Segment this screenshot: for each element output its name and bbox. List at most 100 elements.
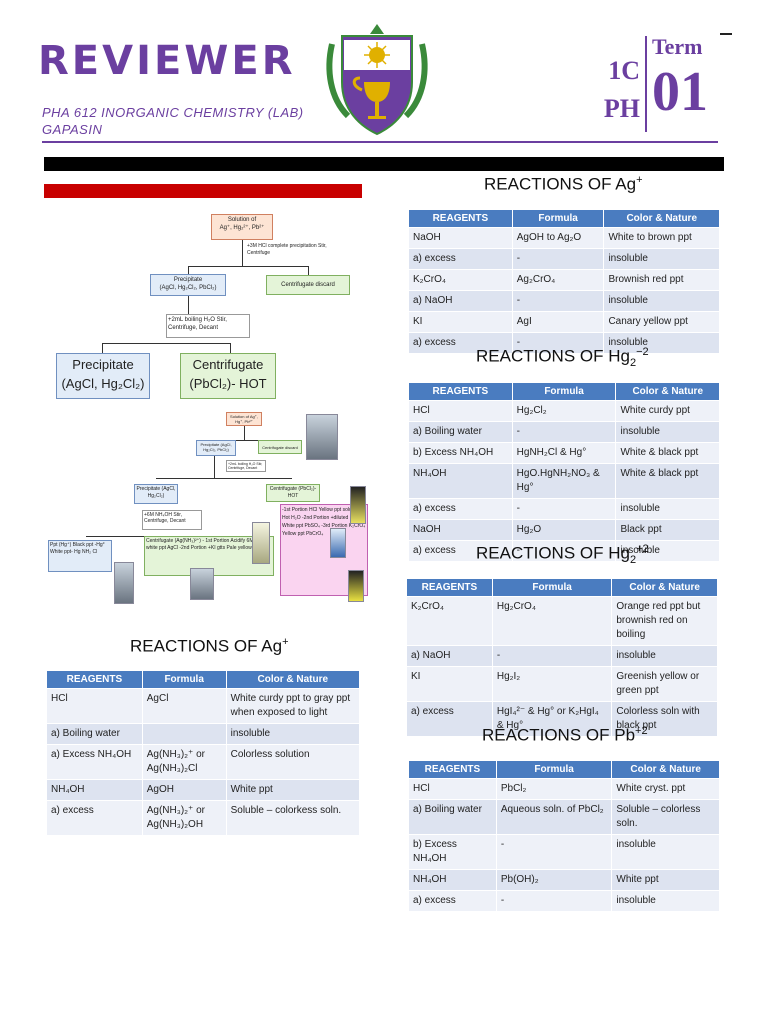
flow-precipitate-big-label: Precipitate <box>72 357 134 372</box>
heading-text: REACTIONS OF Pb <box>482 725 636 745</box>
table-row: a) NaOH-insoluble <box>408 290 720 312</box>
cell-formula: Hg₂O <box>511 519 617 541</box>
table-row: a) excess-insoluble <box>408 248 720 270</box>
flow-precipitate-label: Precipitate <box>173 277 203 283</box>
heading-sup: + <box>282 636 289 648</box>
cell-reagent: a) Boiling water <box>408 799 497 835</box>
cell-reagent: KI <box>408 311 513 333</box>
flow2-centrifugate-hot: Centrifugate (PbCl₂)- HOT <box>266 484 320 502</box>
cell-color-nature: White to brown ppt <box>603 227 720 249</box>
table-row: b) Excess NH₄OH-insoluble <box>408 834 720 870</box>
cell-formula <box>141 723 227 745</box>
col-header-formula: Formula <box>495 760 613 779</box>
cell-color-nature: insoluble <box>603 248 720 270</box>
heading-text: REACTIONS OF Ag <box>130 636 283 656</box>
table-header-row: REAGENTS Formula Color & Nature <box>46 670 361 689</box>
table-row: a) Boiling water insoluble <box>46 723 361 745</box>
table-header-row: REAGENTS Formula Color & Nature <box>408 760 720 779</box>
table-row: a) excess-insoluble <box>408 540 720 562</box>
cell-formula: AgOH <box>141 779 227 801</box>
table-row: a) excess-insoluble <box>408 332 720 354</box>
heading-sup: +2 <box>635 725 648 737</box>
flow2-precipitate2: Precipitate (AgCl, Hg₂Cl₂) <box>134 484 178 504</box>
lab-photo-tube-1 <box>114 562 134 604</box>
flow-solution-ions: Ag⁺, Hg₂²⁺, Pb²⁺ <box>219 225 265 231</box>
heading-text: REACTIONS OF Hg <box>476 346 630 366</box>
table-row: a) excess-insoluble <box>408 498 720 520</box>
col-header-reagents: REAGENTS <box>408 382 513 401</box>
cell-color-nature: Canary yellow ppt <box>603 311 720 333</box>
section-code-2: PH <box>603 94 640 123</box>
flow-centrifugate-big-formula: (PbCl₂)- HOT <box>189 376 267 391</box>
flow-precipitate-formula: (AgCl, Hg₂Cl₂, PbCl₂) <box>159 285 217 291</box>
cell-reagent: a) NaOH <box>406 645 493 667</box>
cell-formula: HgI₄²⁻ & Hg° or K₂HgI₄ & Hg° <box>491 701 613 737</box>
flow2-solution: Solution of Ag⁺, Hg⁺, Pb²⁺ <box>226 412 262 426</box>
cell-color-nature: White & black ppt <box>615 442 720 464</box>
cell-color-nature: White & black ppt <box>615 463 720 499</box>
flow-centrifugate-big: Centrifugate (PbCl₂)- HOT <box>180 353 276 399</box>
cell-reagent: a) excess <box>408 890 497 912</box>
section-code-1: 1C <box>608 56 640 85</box>
cell-formula: Pb(OH)₂ <box>495 869 613 891</box>
flow-step2: +2mL boiling H₂O Stir, Centrifuge, Decan… <box>166 314 250 338</box>
flow-solution: Solution of Ag⁺, Hg₂²⁺, Pb²⁺ <box>211 214 273 240</box>
heading-sup: +2 <box>636 543 649 555</box>
lab-photo-tube-2 <box>190 568 214 600</box>
university-crest-icon <box>326 24 428 136</box>
cell-formula: PbCl₂ <box>495 778 613 800</box>
cell-formula: AgCl <box>141 688 227 724</box>
col-header-formula: Formula <box>511 382 617 401</box>
flow-step1: +3M HCl complete precipitation Stir, Cen… <box>247 243 327 256</box>
col-header-color: Color & Nature <box>611 578 718 597</box>
lab-photo-tube-3 <box>252 522 270 564</box>
section-heading-pb: REACTIONS OF Pb+2 <box>482 725 648 746</box>
cell-color-nature: Orange red ppt but brownish red on boili… <box>611 596 718 646</box>
table-header-row: REAGENTS Formula Color & Nature <box>408 209 720 228</box>
cell-formula: AgOH to Ag₂O <box>511 227 605 249</box>
cell-formula: - <box>495 834 613 870</box>
author-name: GAPASIN <box>42 122 103 137</box>
cell-reagent: NH₄OH <box>408 463 513 499</box>
corner-mark <box>720 33 732 35</box>
flow-precipitate-big: Precipitate (AgCl, Hg₂Cl₂) <box>56 353 150 399</box>
heading-sup: + <box>636 174 643 186</box>
term-label: Term <box>652 34 703 59</box>
table-header-row: REAGENTS Formula Color & Nature <box>406 578 718 597</box>
course-subtitle: PHA 612 INORGANIC CHEMISTRY (LAB) GAPASI… <box>42 104 304 138</box>
cell-color-nature: insoluble <box>225 723 361 745</box>
cell-color-nature: Soluble – colorkess soln. <box>225 800 361 836</box>
cell-reagent: a) excess <box>408 540 513 562</box>
cell-reagent: b) Excess NH₄OH <box>408 834 497 870</box>
heading-text: REACTIONS OF Ag <box>484 174 637 194</box>
cell-reagent: a) excess <box>406 701 493 737</box>
section-heading-hg2-plus: REACTIONS OF Hg2+2 <box>476 543 649 566</box>
heading-sub: 2 <box>629 357 637 370</box>
cell-formula: Hg₂CrO₄ <box>491 596 613 646</box>
cell-formula: - <box>511 332 605 354</box>
cell-color-nature: White ppt <box>225 779 361 801</box>
lab-photo-tube-5 <box>330 528 346 558</box>
cell-reagent: a) Boiling water <box>46 723 143 745</box>
table-header-row: REAGENTS Formula Color & Nature <box>408 382 720 401</box>
cell-color-nature: White cryst. ppt <box>611 778 720 800</box>
section-heading-hg2-minus: REACTIONS OF Hg2−2 <box>476 346 649 369</box>
cell-formula: Ag₂CrO₄ <box>511 269 605 291</box>
section-heading-ag-right: REACTIONS OF Ag+ <box>484 174 643 195</box>
flow-centrifugate-big-label: Centrifugate <box>192 357 264 372</box>
red-banner <box>44 184 362 198</box>
cell-formula: Hg₂I₂ <box>491 666 613 702</box>
